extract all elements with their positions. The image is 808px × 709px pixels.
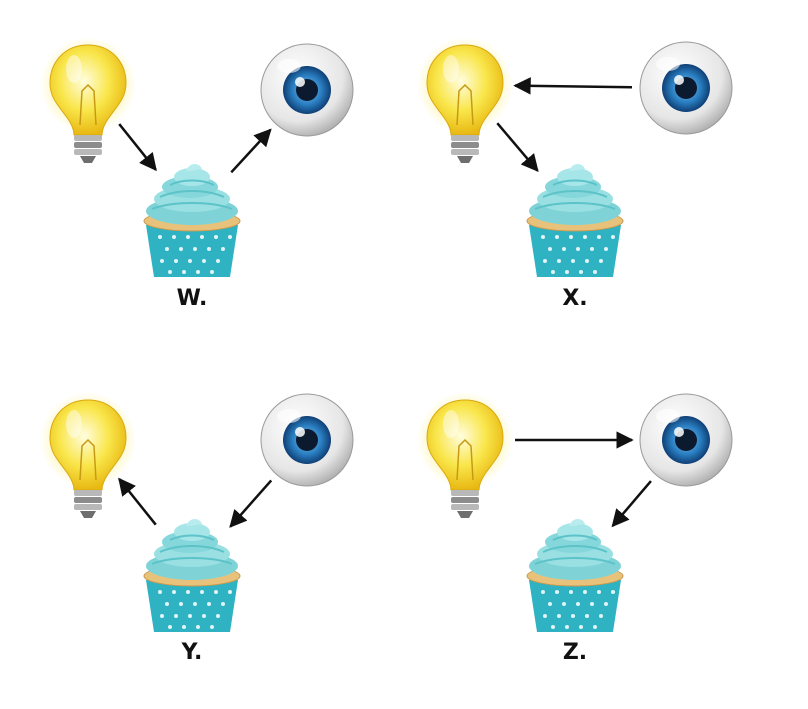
light-bulb-icon: [39, 391, 137, 519]
eye-icon: [260, 43, 354, 137]
arrow-light-bulb-to-cupcake: [496, 122, 539, 173]
cupcake-icon: [526, 163, 624, 278]
panel-z: [416, 391, 733, 633]
panel-label-z: Z.: [562, 640, 588, 665]
arrow-eye-to-cupcake: [229, 479, 273, 528]
arrow-cupcake-to-eye: [230, 128, 272, 174]
cupcake-icon: [143, 518, 241, 633]
arrow-light-bulb-to-cupcake: [118, 123, 157, 172]
eye-icon: [260, 393, 354, 487]
eye-icon: [639, 41, 733, 135]
arrow-eye-to-light-bulb: [513, 77, 633, 95]
cupcake-icon: [143, 163, 241, 278]
panel-label-w: W.: [176, 286, 208, 311]
light-bulb-icon: [416, 36, 514, 164]
panel-y: [39, 391, 354, 633]
eye-icon: [639, 393, 733, 487]
arrow-cupcake-to-light-bulb: [118, 477, 157, 526]
arrow-eye-to-cupcake: [611, 480, 652, 528]
panel-label-y: Y.: [181, 640, 203, 665]
panel-x: [416, 36, 733, 278]
panel-label-x: X.: [562, 286, 588, 311]
light-bulb-icon: [39, 36, 137, 164]
panel-w: [39, 36, 354, 278]
light-bulb-icon: [416, 391, 514, 519]
cupcake-icon: [526, 518, 624, 633]
